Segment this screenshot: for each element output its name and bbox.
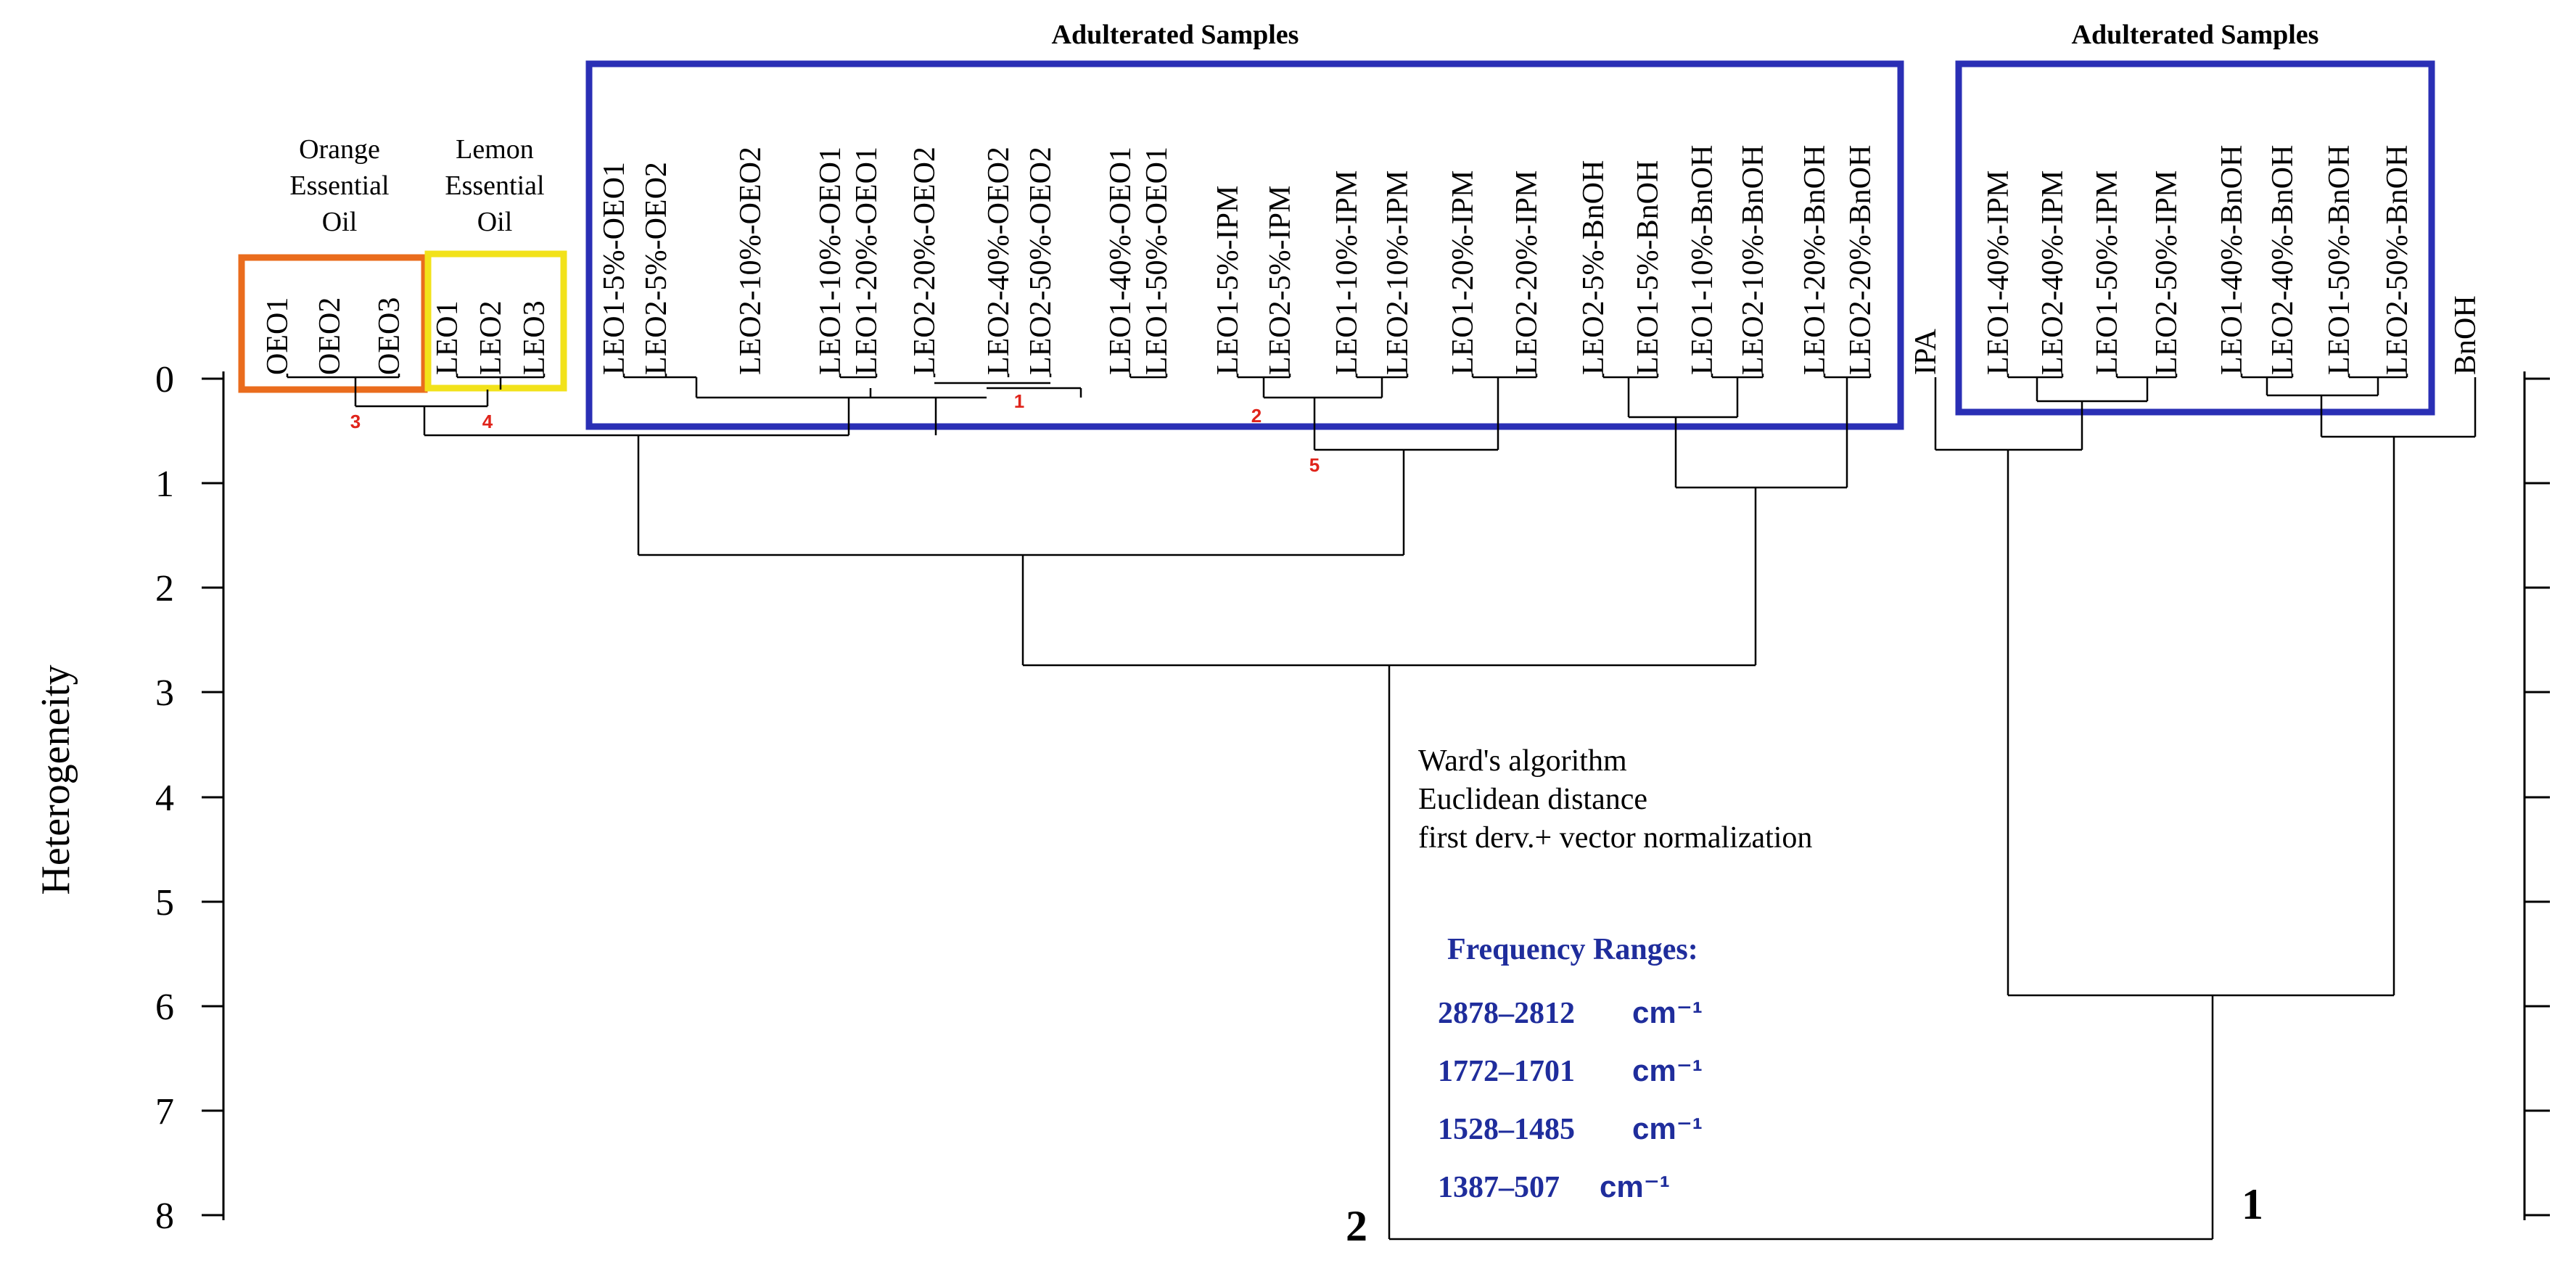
y-tick-label: 4 bbox=[155, 778, 174, 819]
leaf-label: LEO1-50%-BnOH bbox=[2323, 145, 2356, 375]
leaf-label: LEO2-5%-IPM bbox=[1264, 186, 1297, 375]
frequency-unit: cm⁻¹ bbox=[1632, 1053, 1703, 1087]
node-label: 4 bbox=[482, 411, 493, 432]
leaf-label: LEO2-20%-BnOH bbox=[1844, 145, 1877, 375]
dendrogram-tree bbox=[286, 374, 2477, 1241]
leaf-label: LEO1-50%-OEO1 bbox=[1140, 147, 1174, 375]
leaf-label: LEO1-20%-BnOH bbox=[1798, 145, 1832, 375]
leaf-label: LEO1-5%-OEO1 bbox=[598, 162, 631, 375]
cluster-label: 1 bbox=[2242, 1180, 2263, 1228]
node-label: 2 bbox=[1251, 405, 1262, 427]
method-line: first derv.+ vector normalization bbox=[1418, 821, 1812, 855]
lemon-label-line: Lemon bbox=[456, 134, 534, 165]
adulterated-left-box bbox=[585, 60, 1904, 430]
leaf-label: LEO2-40%-BnOH bbox=[2266, 145, 2300, 375]
lemon-group-box bbox=[424, 250, 567, 392]
leaf-label: LEO1-10%-IPM bbox=[1330, 170, 1364, 375]
leaf-label: LEO2-50%-IPM bbox=[2150, 170, 2184, 375]
node-label: 5 bbox=[1309, 454, 1320, 476]
frequency-range: 1772–1701 bbox=[1438, 1055, 1575, 1088]
y-tick-label: 8 bbox=[155, 1196, 174, 1237]
y-tick-label: 2 bbox=[155, 568, 174, 609]
frequency-range: 2878–2812 bbox=[1438, 997, 1575, 1030]
leaf-labels: OEO1 OEO2 OEO3 LEO1 LEO2 LEO3 LEO1-5%-OE… bbox=[261, 145, 2482, 375]
orange-group-box bbox=[238, 254, 428, 393]
leaf-label: LEO1-5%-BnOH bbox=[1631, 160, 1665, 375]
y-axis-title: Heterogeneity bbox=[33, 665, 78, 894]
leaf-label: LEO2-40%-OEO2 bbox=[982, 147, 1016, 375]
leaf-label: LEO2-5%-BnOH bbox=[1577, 160, 1610, 375]
y-tick-label: 3 bbox=[155, 672, 174, 714]
leaf-label: LEO2-20%-OEO2 bbox=[908, 147, 942, 375]
y-tick-label: 0 bbox=[155, 359, 174, 400]
frequency-title: Frequency Ranges: bbox=[1447, 933, 1698, 966]
leaf-label: LEO2-50%-OEO2 bbox=[1024, 147, 1058, 375]
frequency-unit: cm⁻¹ bbox=[1632, 995, 1703, 1029]
leaf-label: LEO2-40%-IPM bbox=[2036, 170, 2070, 375]
lemon-label-line: Essential bbox=[445, 170, 544, 201]
leaf-label: LEO1 bbox=[431, 300, 464, 375]
leaf-label: LEO2-10%-OEO2 bbox=[734, 147, 768, 375]
leaf-label: BnOH bbox=[2449, 295, 2482, 375]
frequency-range: 1387–507 bbox=[1438, 1171, 1560, 1204]
leaf-label: LEO2-50%-BnOH bbox=[2381, 145, 2414, 375]
cluster-label: 2 bbox=[1346, 1202, 1367, 1250]
orange-label-line: Essential bbox=[289, 170, 389, 201]
node-label: 3 bbox=[350, 411, 361, 432]
y-tick-label: 6 bbox=[155, 987, 174, 1028]
leaf-label: LEO1-40%-OEO1 bbox=[1104, 147, 1137, 375]
orange-label-line: Oil bbox=[322, 207, 358, 237]
method-line: Euclidean distance bbox=[1418, 783, 1647, 816]
y-tick-label: 5 bbox=[155, 882, 174, 924]
right-axis bbox=[2523, 371, 2550, 1220]
frequency-range: 1528–1485 bbox=[1438, 1113, 1575, 1146]
lemon-label-line: Oil bbox=[477, 207, 513, 237]
leaf-label: LEO2-10%-BnOH bbox=[1737, 145, 1770, 375]
leaf-label: LEO1-10%-OEO1 bbox=[814, 147, 847, 375]
node-label: 1 bbox=[1014, 390, 1024, 412]
leaf-label: OEO2 bbox=[313, 297, 347, 375]
leaf-label: OEO1 bbox=[261, 297, 295, 375]
method-line: Ward's algorithm bbox=[1418, 744, 1627, 778]
leaf-label: OEO3 bbox=[373, 297, 406, 375]
leaf-label: LEO1-40%-IPM bbox=[1982, 170, 2015, 375]
frequency-unit: cm⁻¹ bbox=[1632, 1111, 1703, 1145]
leaf-label: LEO1-10%-BnOH bbox=[1686, 145, 1719, 375]
leaf-label: LEO2-20%-IPM bbox=[1510, 170, 1544, 375]
leaf-label: LEO1-20%-IPM bbox=[1447, 170, 1480, 375]
leaf-label: LEO2-5%-OEO2 bbox=[640, 162, 673, 375]
orange-label-line: Orange bbox=[299, 134, 380, 165]
leaf-label: LEO3 bbox=[518, 300, 551, 375]
leaf-label: LEO1-50%-IPM bbox=[2091, 170, 2124, 375]
adulterated-left-title: Adulterated Samples bbox=[1052, 20, 1299, 50]
leaf-label: LEO1-20%-OEO1 bbox=[850, 147, 884, 375]
y-tick-label: 1 bbox=[155, 464, 174, 505]
leaf-label: LEO2-10%-IPM bbox=[1381, 170, 1415, 375]
adulterated-right-title: Adulterated Samples bbox=[2072, 20, 2319, 50]
leaf-label: IPA bbox=[1909, 329, 1943, 375]
leaf-label: LEO1-40%-BnOH bbox=[2215, 145, 2249, 375]
leaf-label: LEO1-5%-IPM bbox=[1211, 186, 1245, 375]
y-axis: 0 1 2 3 4 5 6 7 8 Heterogeneity bbox=[33, 359, 225, 1237]
y-tick-label: 7 bbox=[155, 1091, 174, 1132]
frequency-unit: cm⁻¹ bbox=[1600, 1169, 1670, 1204]
leaf-label: LEO2 bbox=[474, 300, 508, 375]
adulterated-right-box bbox=[1955, 60, 2435, 416]
